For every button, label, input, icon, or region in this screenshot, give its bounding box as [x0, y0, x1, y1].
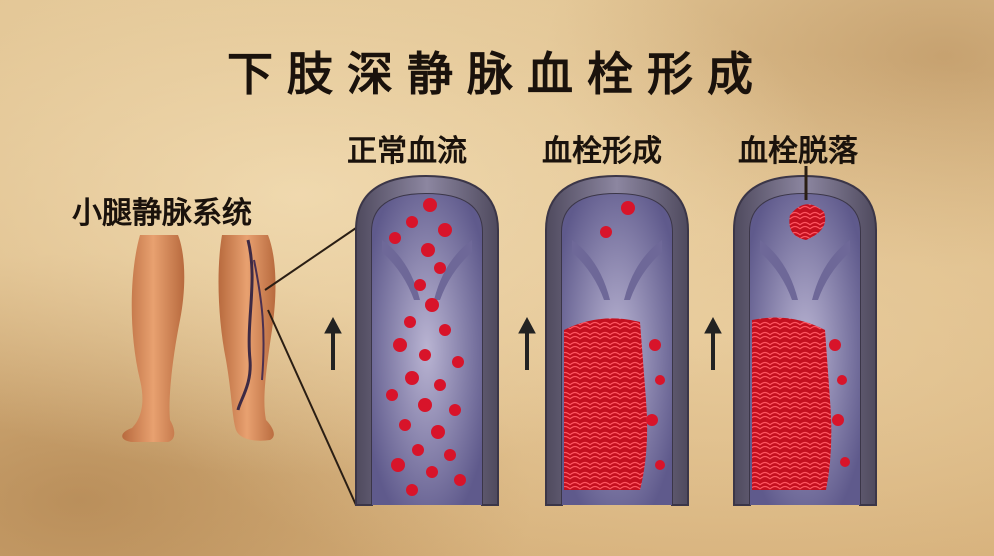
vessel-thrombus-detachment [733, 166, 877, 506]
blood-cells [386, 198, 466, 496]
pointer-lines [264, 227, 357, 506]
label-thrombus-detachment: 血栓脱落 [738, 134, 858, 169]
residual-clot [752, 317, 832, 490]
thrombus-clot [564, 318, 648, 490]
page-title: 下肢深静脉血栓形成 [227, 47, 767, 101]
arrow-up-icon [704, 316, 722, 370]
detached-embolus [789, 204, 826, 240]
label-leg-vein-system: 小腿静脉系统 [72, 196, 252, 231]
label-normal-flow: 正常血流 [347, 134, 467, 169]
label-thrombus-formation: 血栓形成 [542, 134, 662, 169]
vessel-normal-flow [355, 174, 499, 506]
arrow-up-icon [324, 316, 342, 370]
arrow-up-icon [518, 316, 536, 370]
vessel-thrombus-formation [545, 174, 689, 506]
leg-illustration [122, 235, 276, 442]
